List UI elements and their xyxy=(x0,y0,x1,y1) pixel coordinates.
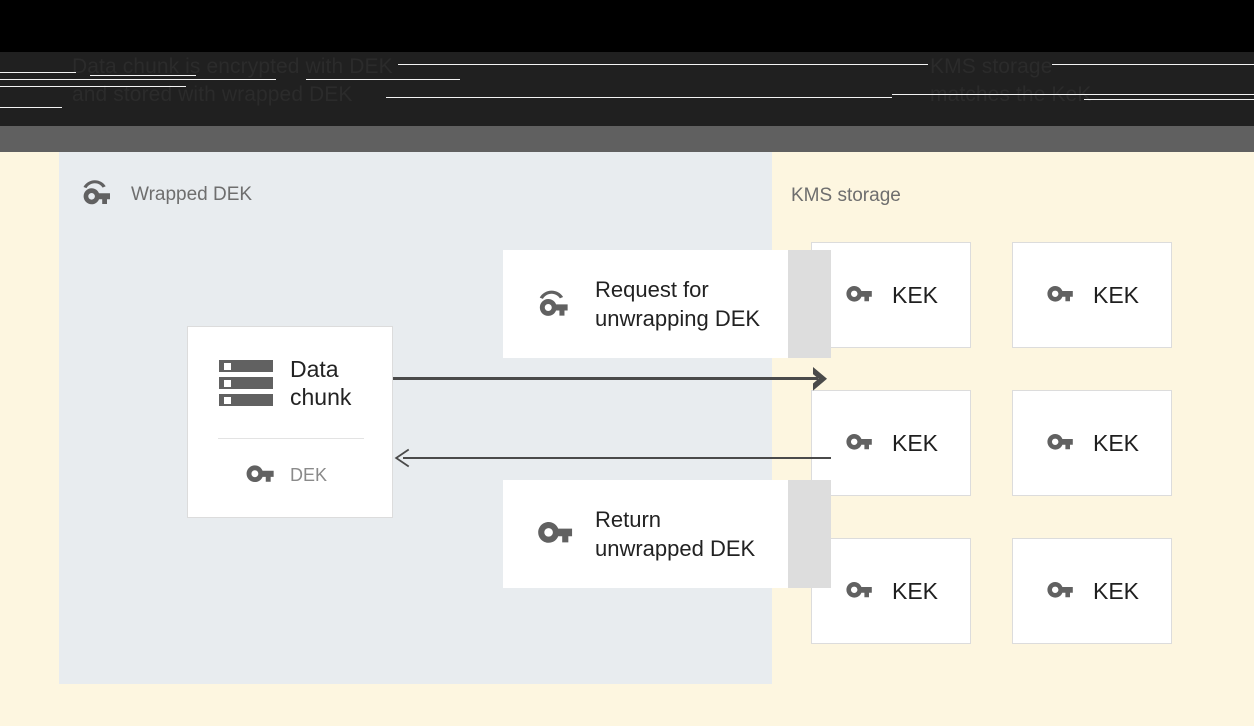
top-black-bar xyxy=(0,0,1254,52)
key-icon xyxy=(844,432,874,454)
server-stack-icon xyxy=(218,358,274,408)
data-chunk-card[interactable]: Data chunk DEK xyxy=(187,326,393,518)
request-arrow-head xyxy=(813,367,833,391)
data-chunk-header: Data chunk xyxy=(218,355,351,411)
obscured-toolbar-band xyxy=(0,126,1254,152)
return-card-shadow xyxy=(788,480,831,588)
wrapped-dek-panel: Wrapped DEK xyxy=(59,152,831,684)
kek-card-label: KEK xyxy=(891,429,939,456)
scanline-artifact xyxy=(1084,99,1254,100)
scanline-artifact xyxy=(306,79,460,80)
return-arrow-head xyxy=(393,448,411,468)
request-unwrap-card[interactable]: Request for unwrapping DEK xyxy=(503,250,788,358)
request-card-shadow xyxy=(788,250,831,358)
scanline-artifact xyxy=(0,86,186,87)
return-card-content: Return unwrapped DEK xyxy=(535,505,755,563)
obscured-title-left-line1: Data chunk is encrypted with DEK xyxy=(72,55,393,78)
kms-storage-title: KMS storage xyxy=(791,185,901,206)
kek-card[interactable]: KEK xyxy=(811,538,971,644)
obscured-title-right-line1: KMS storage xyxy=(930,55,1053,78)
key-icon xyxy=(1045,580,1075,602)
scanline-artifact xyxy=(398,64,928,65)
data-chunk-dek-row: DEK xyxy=(244,463,327,487)
key-icon xyxy=(244,463,276,487)
obscured-title-band: Data chunk is encrypted with DEK and sto… xyxy=(0,52,1254,126)
kek-card-label: KEK xyxy=(1092,577,1140,604)
scanline-artifact xyxy=(1052,64,1254,65)
key-icon xyxy=(844,284,874,306)
kek-card-label: KEK xyxy=(891,281,939,308)
kek-card[interactable]: KEK xyxy=(1012,242,1172,348)
kek-card[interactable]: KEK xyxy=(1012,390,1172,496)
scanline-artifact xyxy=(386,97,892,98)
wrapped-dek-panel-title: Wrapped DEK xyxy=(131,184,253,205)
request-card-content: Request for unwrapping DEK xyxy=(535,275,760,333)
request-card-label: Request for unwrapping DEK xyxy=(595,277,761,331)
return-unwrapped-card[interactable]: Return unwrapped DEK xyxy=(503,480,788,588)
scanline-artifact xyxy=(892,94,1254,95)
wrapped-key-icon xyxy=(535,288,575,320)
key-icon xyxy=(1045,432,1075,454)
key-icon xyxy=(535,519,575,549)
return-card-label: Return unwrapped DEK xyxy=(595,507,756,561)
return-arrow-line xyxy=(403,457,831,459)
scanline-artifact xyxy=(90,75,196,76)
wrapped-key-icon xyxy=(79,178,117,208)
kek-card[interactable]: KEK xyxy=(1012,538,1172,644)
scanline-artifact xyxy=(0,107,62,108)
scanline-artifact xyxy=(0,79,276,80)
key-icon xyxy=(844,580,874,602)
kek-card-label: KEK xyxy=(891,577,939,604)
key-icon xyxy=(1045,284,1075,306)
kek-card-label: KEK xyxy=(1092,429,1140,456)
scanline-artifact xyxy=(0,72,76,73)
kek-card[interactable]: KEK xyxy=(811,242,971,348)
data-chunk-label: Data chunk xyxy=(290,356,352,410)
request-arrow-line xyxy=(393,377,818,380)
obscured-title-left-line2: and stored with wrapped DEK xyxy=(72,83,353,106)
kek-card[interactable]: KEK xyxy=(811,390,971,496)
diagram-stage: KMS storage KEK KEK xyxy=(0,152,1254,726)
data-chunk-divider xyxy=(218,438,364,439)
kek-card-label: KEK xyxy=(1092,281,1140,308)
data-chunk-dek-label: DEK xyxy=(290,465,328,485)
